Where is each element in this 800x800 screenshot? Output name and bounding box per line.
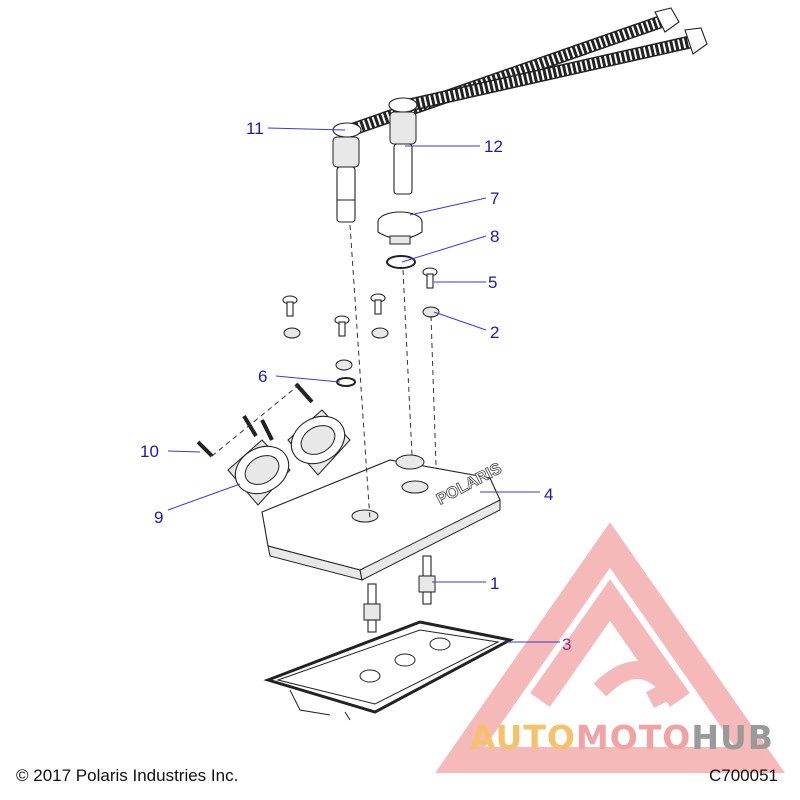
callout-6: 6 <box>258 367 267 386</box>
watermark-logo-icon <box>435 522 785 773</box>
valve-cover-gasket <box>263 620 515 721</box>
spark-plugs <box>363 555 436 633</box>
watermark-text: AUTOMOTOHUB <box>470 718 774 757</box>
ignition-boot-left <box>332 122 362 223</box>
watermark-part-hub: HUB <box>691 718 774 757</box>
callout-3: 3 <box>562 635 571 654</box>
watermark-part-moto: MOTO <box>575 718 692 757</box>
copyright-notice: © 2017 Polaris Industries Inc. <box>16 766 239 785</box>
callout-11: 11 <box>246 119 264 138</box>
grommets <box>283 306 440 371</box>
callout-12: 12 <box>484 137 503 156</box>
callout-4: 4 <box>544 485 553 504</box>
callout-9: 9 <box>154 508 163 527</box>
callout-8: 8 <box>490 227 499 246</box>
leader-lines <box>167 127 560 643</box>
watermark-part-auto: AUTO <box>470 718 576 757</box>
assembly-dashed-lines <box>211 224 437 521</box>
diagram-code: C700051 <box>708 766 778 785</box>
clamp-screws <box>196 382 314 458</box>
callout-10: 10 <box>140 442 159 461</box>
cover-bolts <box>282 267 438 337</box>
intake-boots <box>227 409 351 506</box>
ignition-boot-right <box>388 97 418 195</box>
callout-7: 7 <box>490 189 499 208</box>
callout-labels: 1 2 3 4 5 6 7 8 9 10 11 12 <box>140 119 571 654</box>
o-ring <box>386 255 416 269</box>
callout-1: 1 <box>490 574 499 593</box>
callout-5: 5 <box>488 273 497 292</box>
oil-fill-cap <box>377 211 423 245</box>
callout-2: 2 <box>490 323 499 342</box>
valve-cover: POLARIS <box>261 454 505 581</box>
